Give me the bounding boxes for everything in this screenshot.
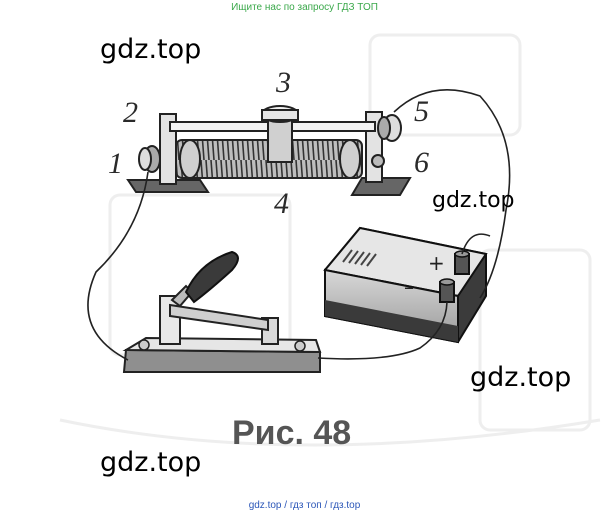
slider-contact [261, 105, 299, 163]
label-6: 6 [414, 146, 429, 179]
watermark: gdz.top [100, 34, 202, 65]
battery-terminal-plus [454, 250, 470, 275]
wires [87, 89, 511, 361]
plus-sign: + [428, 251, 445, 275]
figure-caption: Рис. 48 [232, 414, 351, 452]
label-2: 2 [123, 96, 138, 129]
power-source: + – [323, 226, 488, 344]
battery-terminal-minus [439, 278, 455, 303]
rheostat [126, 105, 412, 196]
terminal-right-top [377, 114, 402, 142]
top-banner[interactable]: Ищите нас по запросу ГДЗ ТОП [231, 2, 378, 13]
label-1: 1 [108, 147, 123, 180]
background-shapes [59, 33, 601, 447]
terminal-left [138, 145, 161, 173]
knife-switch [122, 250, 322, 373]
watermark: gdz.top [432, 188, 515, 213]
bottom-banner[interactable]: gdz.top / гдз топ / гдз.top [248, 500, 361, 511]
watermark: gdz.top [100, 447, 202, 478]
terminal-right-bottom [371, 154, 385, 168]
minus-sign: – [404, 275, 414, 299]
label-5: 5 [414, 95, 429, 128]
label-3: 3 [275, 66, 291, 99]
label-4: 4 [274, 187, 289, 220]
watermark: gdz.top [470, 362, 572, 393]
